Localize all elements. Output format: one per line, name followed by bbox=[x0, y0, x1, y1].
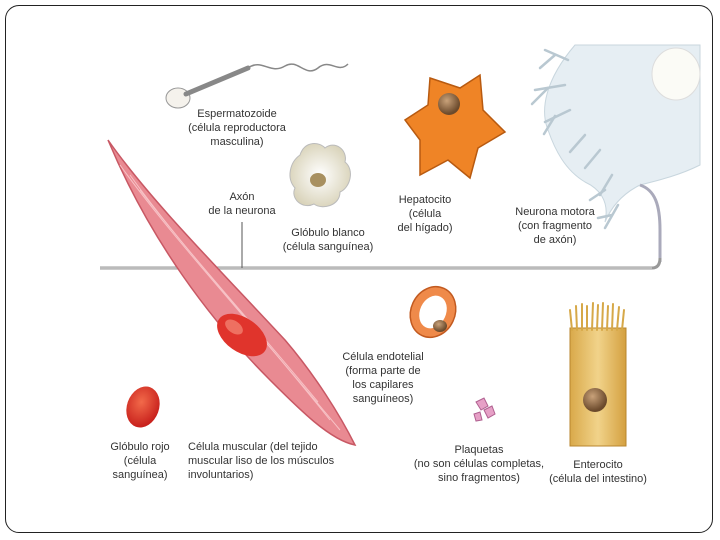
motor-neuron-illustration bbox=[530, 44, 701, 262]
label-plaquetas: Plaquetas (no son células completas, sin… bbox=[413, 444, 545, 484]
endothelial-cell-illustration bbox=[409, 285, 457, 339]
label-celula-muscular: Célula muscular (del tejido muscular lis… bbox=[188, 441, 335, 481]
label-enterocito: Enterocito (célula del intestino) bbox=[549, 459, 647, 485]
label-axon: Axón de la neurona bbox=[208, 191, 276, 217]
sperm-illustration bbox=[165, 63, 349, 109]
enterocyte-illustration bbox=[569, 302, 627, 447]
label-neurona-motora: Neurona motora (con fragmento de axón) bbox=[515, 206, 595, 246]
hepatocyte-illustration bbox=[403, 73, 507, 180]
label-espermatozoide: Espermatozoide (célula reproductora masc… bbox=[188, 108, 286, 148]
label-globulo-blanco: Glóbulo blanco (célula sanguínea) bbox=[282, 227, 374, 253]
label-hepatocito: Hepatocito (célula del hígado) bbox=[397, 194, 453, 234]
red-blood-cell-illustration bbox=[126, 386, 160, 428]
axon-line bbox=[100, 257, 662, 270]
platelets-illustration bbox=[473, 397, 496, 422]
label-globulo-rojo: Glóbulo rojo (célula sanguínea) bbox=[110, 441, 170, 481]
muscle-cell-illustration bbox=[107, 139, 357, 447]
label-celula-endotelial: Célula endotelial (forma parte de los ca… bbox=[342, 351, 424, 405]
white-blood-cell-illustration bbox=[289, 143, 351, 208]
